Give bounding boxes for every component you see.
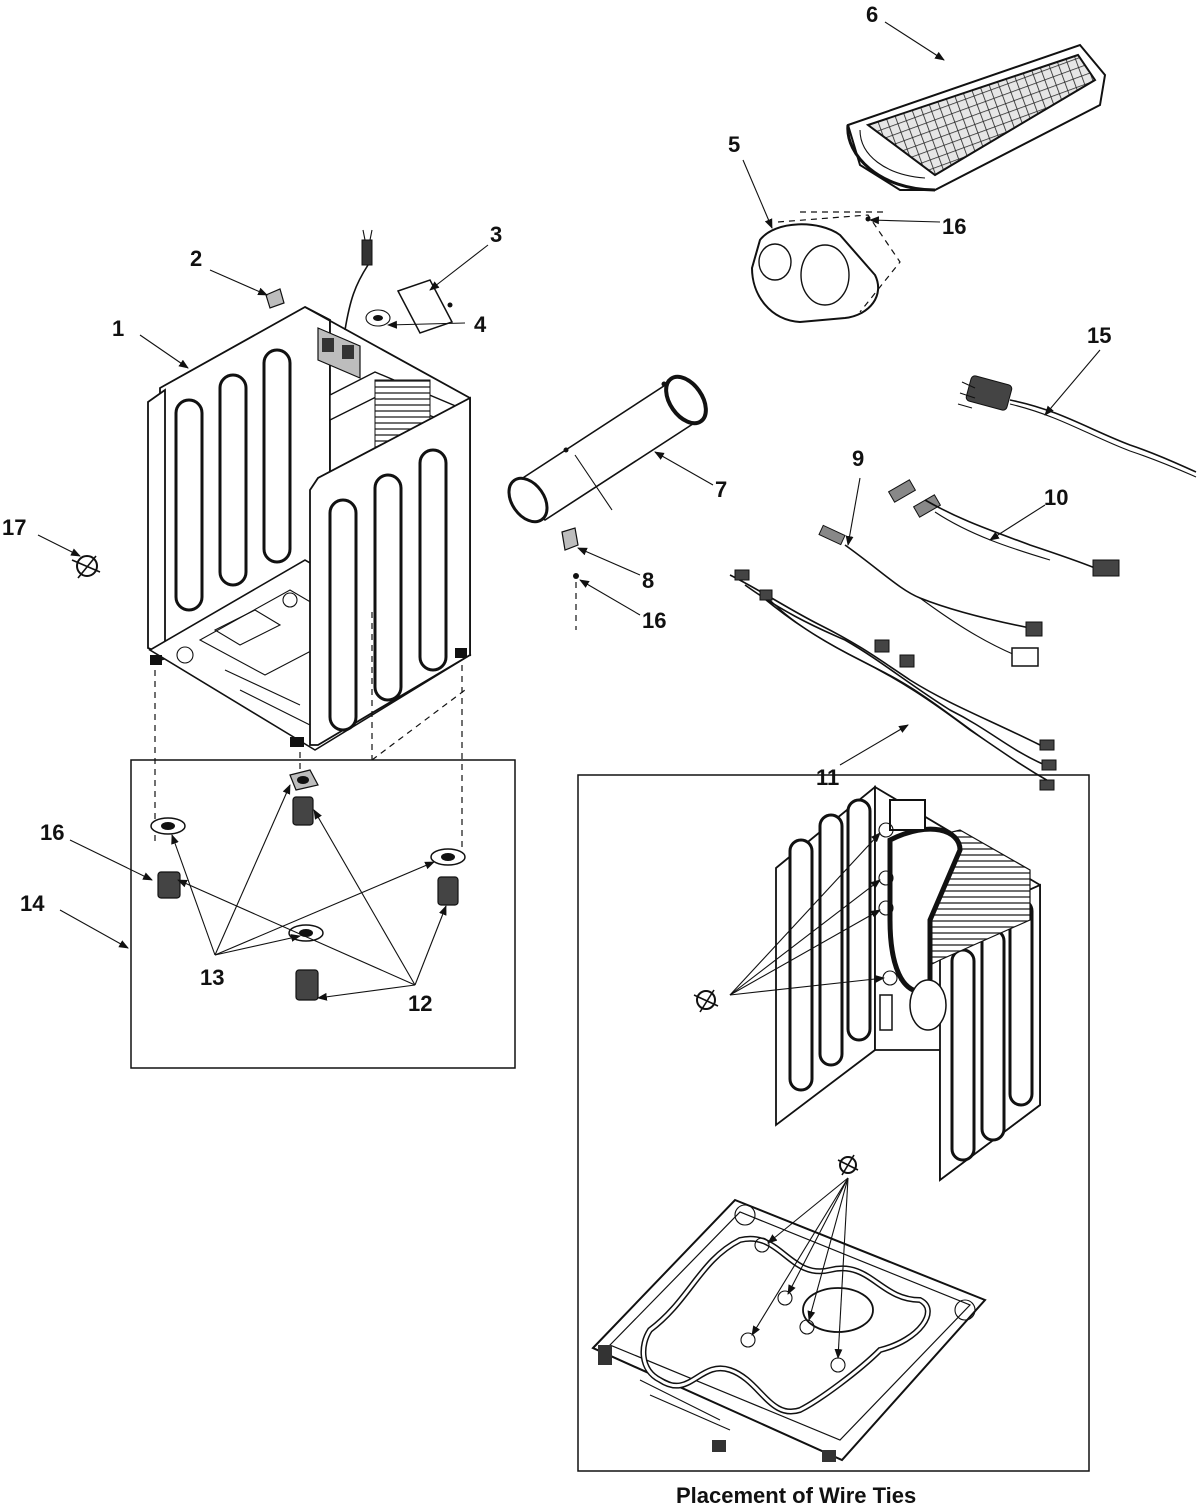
part-11-wire-harness: [729, 569, 1057, 791]
part-10-wire-harness: [887, 479, 1120, 577]
wire-tie-icon-bottom: [837, 1154, 859, 1176]
wire-ties-caption: Placement of Wire Ties: [676, 1483, 916, 1507]
callout-11: 11: [816, 765, 839, 790]
callout-3: 3: [490, 222, 502, 247]
cabinet-rear-view: [775, 785, 1041, 1182]
foot-left: [150, 817, 186, 899]
callout-10: 10: [1044, 485, 1068, 510]
callout-16-clip: 16: [642, 608, 666, 633]
wire-ties-box: [577, 774, 1090, 1472]
callout-16-housing: 16: [942, 214, 966, 239]
part-8-clip: [561, 527, 579, 551]
part-7-exhaust-duct: [507, 374, 708, 524]
callout-4: 4: [474, 312, 487, 337]
callout-7: 7: [715, 477, 727, 502]
part-17-wire-tie: [71, 555, 101, 579]
cabinet-assembly: [147, 229, 472, 751]
part-6-lint-filter: [846, 43, 1107, 192]
callout-6: 6: [866, 2, 878, 27]
callout-1: 1: [112, 316, 124, 341]
foot-center: [288, 924, 324, 1001]
callout-8: 8: [642, 568, 654, 593]
callout-5: 5: [728, 132, 740, 157]
callout-9: 9: [852, 446, 864, 471]
part-3-cover-plate: [396, 279, 454, 334]
foot-right: [430, 848, 466, 906]
foot-top: [289, 769, 319, 826]
callout-2: 2: [190, 246, 202, 271]
callout-15: 15: [1087, 323, 1111, 348]
dashed-guides: [154, 612, 466, 852]
callout-17: 17: [2, 515, 26, 540]
callout-14: 14: [20, 891, 45, 916]
part-9-wire-harness: [818, 524, 1043, 667]
base-plate: [591, 1198, 987, 1462]
wire-tie-icon-top: [693, 989, 719, 1013]
part-15-wire-harness: [957, 375, 1197, 478]
leveling-feet-box: [130, 759, 516, 1069]
callout-12: 12: [408, 991, 432, 1016]
part-5-filter-housing: [750, 211, 901, 324]
leader-lines: [37, 21, 1101, 1001]
callout-16-foot: 16: [40, 820, 64, 845]
callout-13: 13: [200, 965, 224, 990]
